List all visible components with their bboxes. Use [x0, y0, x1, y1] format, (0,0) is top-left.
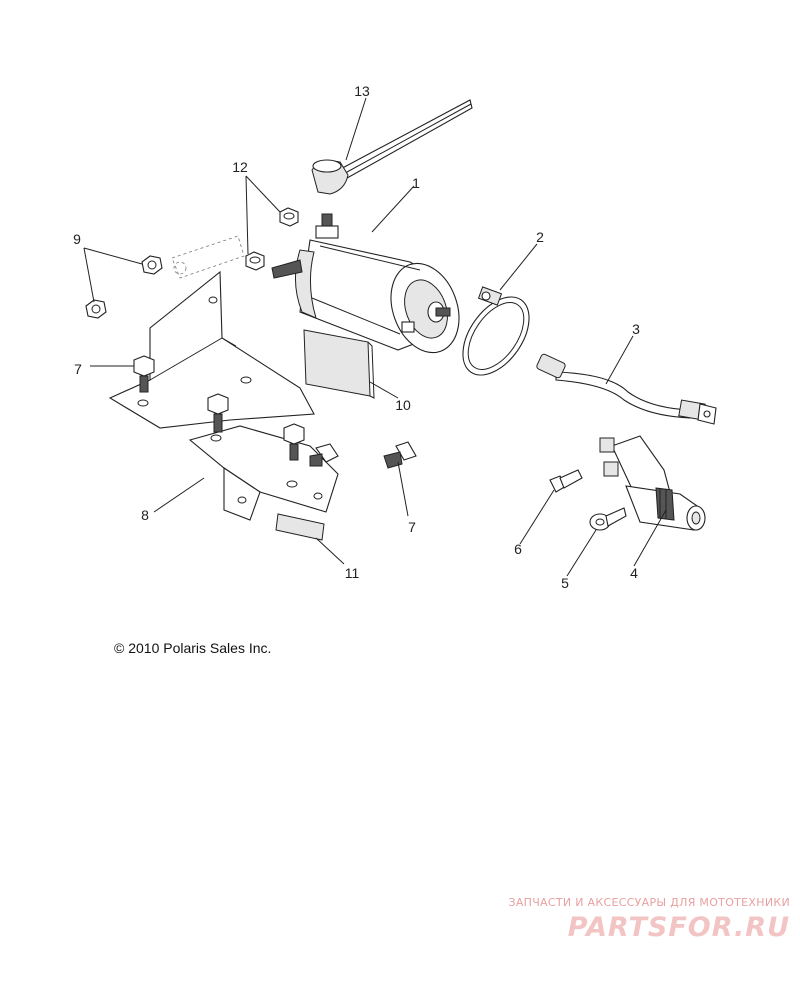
watermark-brand: PARTSFOR.RU	[568, 912, 790, 943]
bolts-7	[133, 355, 417, 469]
cable-3	[536, 353, 717, 425]
nuts-9	[85, 255, 163, 319]
callout-11: 11	[345, 565, 360, 581]
callout-labels: 13 1 12 2 9 3 7 10 8 7 6 11 5 4	[73, 83, 640, 591]
nuts-12	[245, 207, 299, 271]
callout-7-left: 7	[74, 361, 82, 377]
watermark-tagline: ЗАПЧАСТИ И АКСЕССУАРЫ ДЛЯ МОТОТЕХНИКИ	[508, 896, 790, 909]
callout-4: 4	[630, 565, 638, 581]
watermark: ЗАПЧАСТИ И АКСЕССУАРЫ ДЛЯ МОТОТЕХНИКИ PA…	[508, 896, 790, 943]
callout-2: 2	[536, 229, 544, 245]
starter-drive-4	[599, 435, 706, 531]
pad-10	[303, 329, 375, 399]
bolt-6	[549, 469, 583, 493]
hose-clamp-2	[462, 286, 530, 376]
battery-cable-13	[311, 99, 473, 195]
upper-bracket	[108, 270, 315, 429]
callout-8: 8	[141, 507, 149, 523]
callout-6: 6	[514, 541, 522, 557]
starter-motor-1	[271, 213, 460, 354]
copyright-notice: © 2010 Polaris Sales Inc.	[114, 640, 271, 656]
phantom-mount	[171, 235, 245, 279]
callout-7-right: 7	[408, 519, 416, 535]
screw-5	[589, 507, 627, 531]
pad-11	[275, 513, 325, 541]
callout-5: 5	[561, 575, 569, 591]
callout-9: 9	[73, 231, 81, 247]
callout-13: 13	[354, 83, 370, 99]
callout-12: 12	[232, 159, 248, 175]
callout-1: 1	[412, 175, 420, 191]
callout-3: 3	[632, 321, 640, 337]
callout-10: 10	[395, 397, 411, 413]
leader-lines	[83, 97, 667, 577]
lower-bracket-8	[188, 425, 339, 521]
